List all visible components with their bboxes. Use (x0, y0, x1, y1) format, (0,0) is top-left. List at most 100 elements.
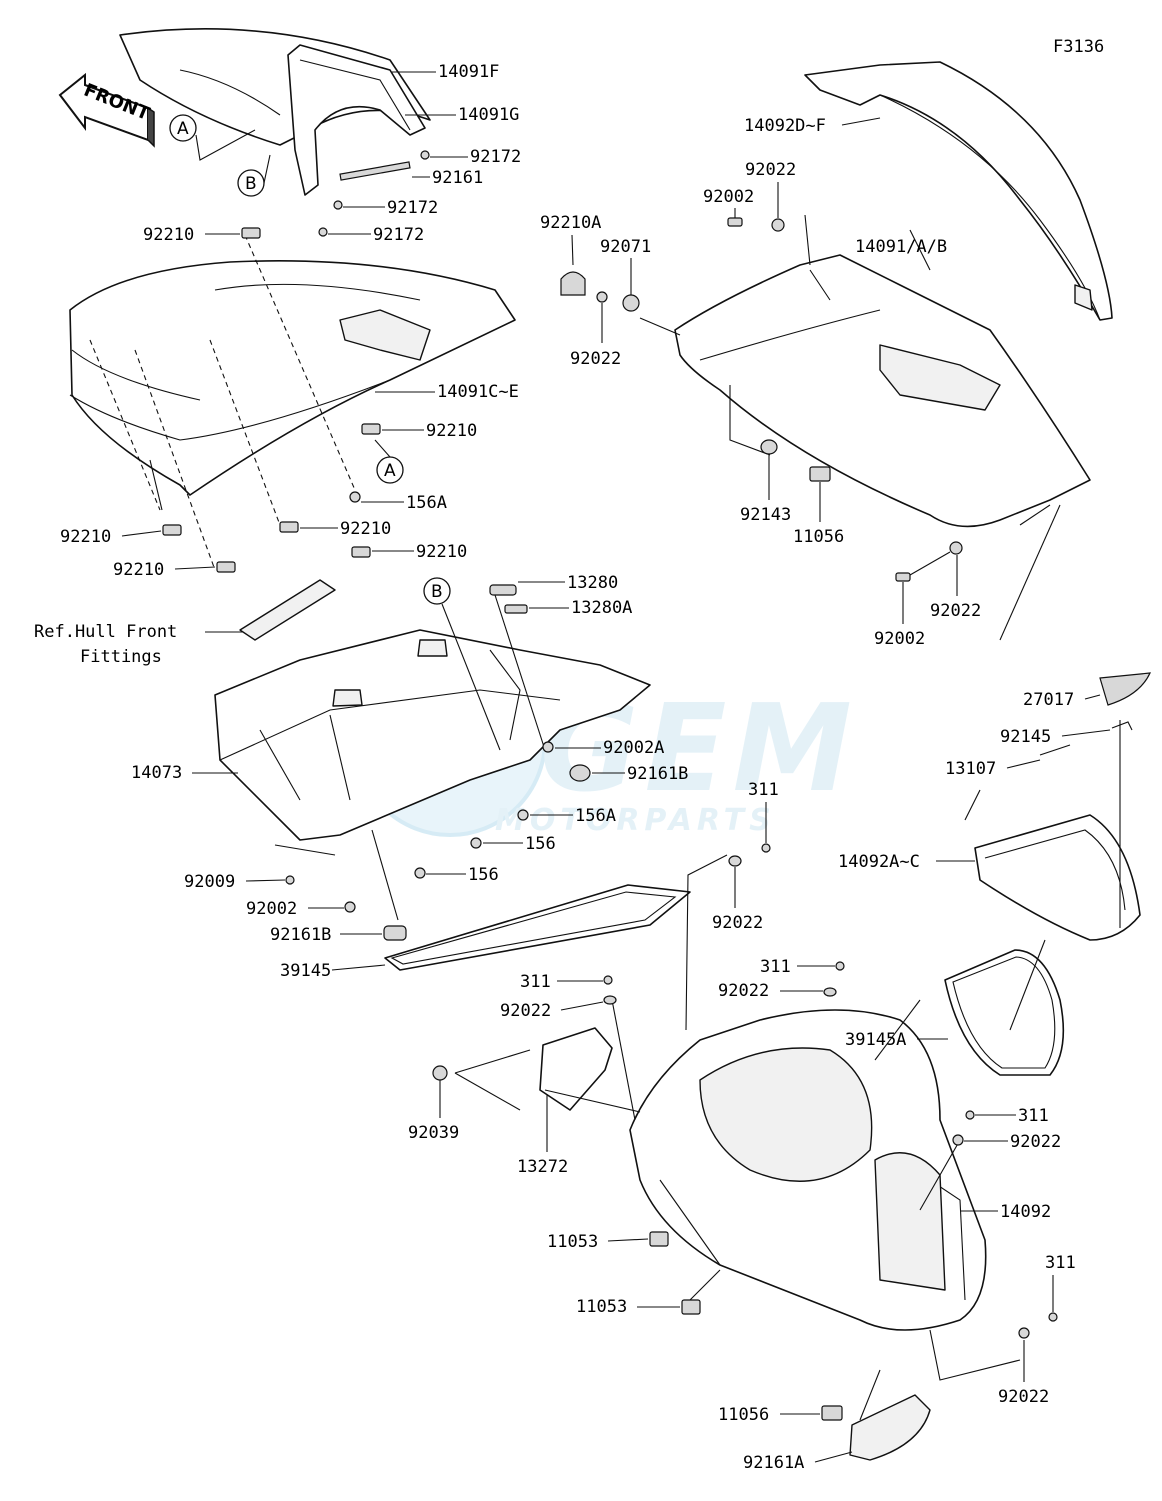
cap-27017 (1099, 672, 1151, 706)
label-92002A: 92002A (603, 738, 664, 758)
label-11056-b: 11056 (718, 1405, 769, 1425)
cushion-92161B-b (383, 925, 407, 941)
watermark-sub: MOTORPARTS (495, 803, 776, 838)
label-92210-e: 92210 (416, 542, 467, 562)
washer-92022-g (952, 1134, 964, 1146)
label-156-a: 156 (525, 834, 556, 854)
svg-text:A: A (177, 119, 189, 139)
washer-92022-f (823, 987, 837, 997)
part-labels: 14091F 14091G 92172 92161 92172 92172 92… (34, 62, 1111, 1473)
cap-92210A (560, 271, 586, 296)
washer-92022-h (1018, 1327, 1030, 1339)
label-156-b: 156 (468, 865, 499, 885)
label-39145A: 39145A (845, 1030, 906, 1050)
washer-92022-c (949, 541, 963, 555)
clip-92210-a (241, 227, 261, 239)
clip-13280 (489, 584, 517, 596)
label-92210-d: 92210 (340, 519, 391, 539)
callout-marker-a-top: A (169, 114, 197, 142)
label-311-e: 311 (1045, 1253, 1076, 1273)
nut-311-a (761, 843, 771, 853)
label-92022-d: 92022 (712, 913, 763, 933)
label-92022-b: 92022 (570, 349, 621, 369)
label-92210A: 92210A (540, 213, 601, 233)
part-92161A-pad (849, 1394, 931, 1461)
label-14092: 14092 (1000, 1202, 1051, 1222)
screw-92009 (285, 875, 295, 885)
label-92161B-b: 92161B (270, 925, 331, 945)
washer-92022-a (771, 218, 785, 232)
part-14091G-bracket (287, 44, 426, 196)
label-92172-c: 92172 (373, 225, 424, 245)
label-92022-h: 92022 (998, 1387, 1049, 1407)
clip-92210-f (216, 561, 236, 573)
label-311-c: 311 (760, 957, 791, 977)
label-27017: 27017 (1023, 690, 1074, 710)
label-11056-a: 11056 (793, 527, 844, 547)
part-14092-front-body (629, 1009, 987, 1331)
screw-156A-a (349, 491, 361, 503)
label-ref-hull-front: Ref.Hull Front (34, 622, 177, 642)
label-14091AB: 14091/A/B (855, 237, 947, 257)
part-14091CE-hatch-cover (69, 260, 516, 496)
grommet-92071 (622, 294, 640, 312)
bolt-92002-b (727, 217, 743, 227)
pin-92145 (1111, 721, 1133, 731)
clip-92210-b (361, 423, 381, 435)
callout-marker-b-mid: B (423, 577, 451, 605)
label-92002-b: 92002 (703, 187, 754, 207)
label-92022-g: 92022 (1010, 1132, 1061, 1152)
label-92210-f: 92210 (113, 560, 164, 580)
bolt-92002-c (895, 572, 911, 582)
clip-11056-a (809, 466, 831, 482)
svg-text:B: B (431, 582, 443, 602)
part-92161-strip (339, 161, 411, 181)
front-arrow-icon: FRONT (58, 72, 155, 148)
label-39145: 39145 (280, 961, 331, 981)
clip-11056-b (821, 1405, 843, 1421)
label-11053-b: 11053 (576, 1297, 627, 1317)
label-14091F: 14091F (438, 62, 499, 82)
bolt-92039 (432, 1065, 448, 1081)
part-39145-seal (384, 884, 691, 971)
label-156A-a: 156A (406, 493, 447, 513)
washer-92022-b (596, 291, 608, 303)
washer-92022-e (603, 995, 617, 1005)
label-92172-b: 92172 (387, 198, 438, 218)
label-311-d: 311 (1018, 1106, 1049, 1126)
fastener-92172-b (333, 200, 343, 210)
label-13280: 13280 (567, 573, 618, 593)
label-92161: 92161 (432, 168, 483, 188)
part-ref-hull-front-fitting (239, 579, 336, 641)
label-92071: 92071 (600, 237, 651, 257)
clip-11053-a (649, 1231, 669, 1247)
label-92210-c: 92210 (60, 527, 111, 547)
callout-marker-b-top: B (237, 169, 265, 197)
label-ref-hull-fittings: Fittings (80, 647, 162, 667)
label-14091G: 14091G (458, 105, 519, 125)
nut-311-b (603, 975, 613, 985)
clip-11053-b (681, 1299, 701, 1315)
part-13272-plate (539, 1027, 613, 1111)
part-14092AC-cap (974, 814, 1141, 941)
label-156A-b: 156A (575, 806, 616, 826)
label-92143: 92143 (740, 505, 791, 525)
label-14091CE: 14091C~E (437, 382, 519, 402)
figure-code: F3136 (1053, 37, 1104, 57)
label-92022-f: 92022 (718, 981, 769, 1001)
label-92210-a: 92210 (143, 225, 194, 245)
label-92022-e: 92022 (500, 1001, 551, 1021)
label-92210-b: 92210 (426, 421, 477, 441)
label-92145: 92145 (1000, 727, 1051, 747)
label-14073: 14073 (131, 763, 182, 783)
fastener-92172-a (420, 150, 430, 160)
nut-311-e (1048, 1312, 1058, 1322)
label-11053-a: 11053 (547, 1232, 598, 1252)
part-39145A-seal (944, 949, 1065, 1076)
clip-92210-d (279, 521, 299, 533)
cushion-92161B-a (569, 764, 591, 782)
label-92039: 92039 (408, 1123, 459, 1143)
bolt-92002A (542, 741, 554, 753)
label-92161B-a: 92161B (627, 764, 688, 784)
